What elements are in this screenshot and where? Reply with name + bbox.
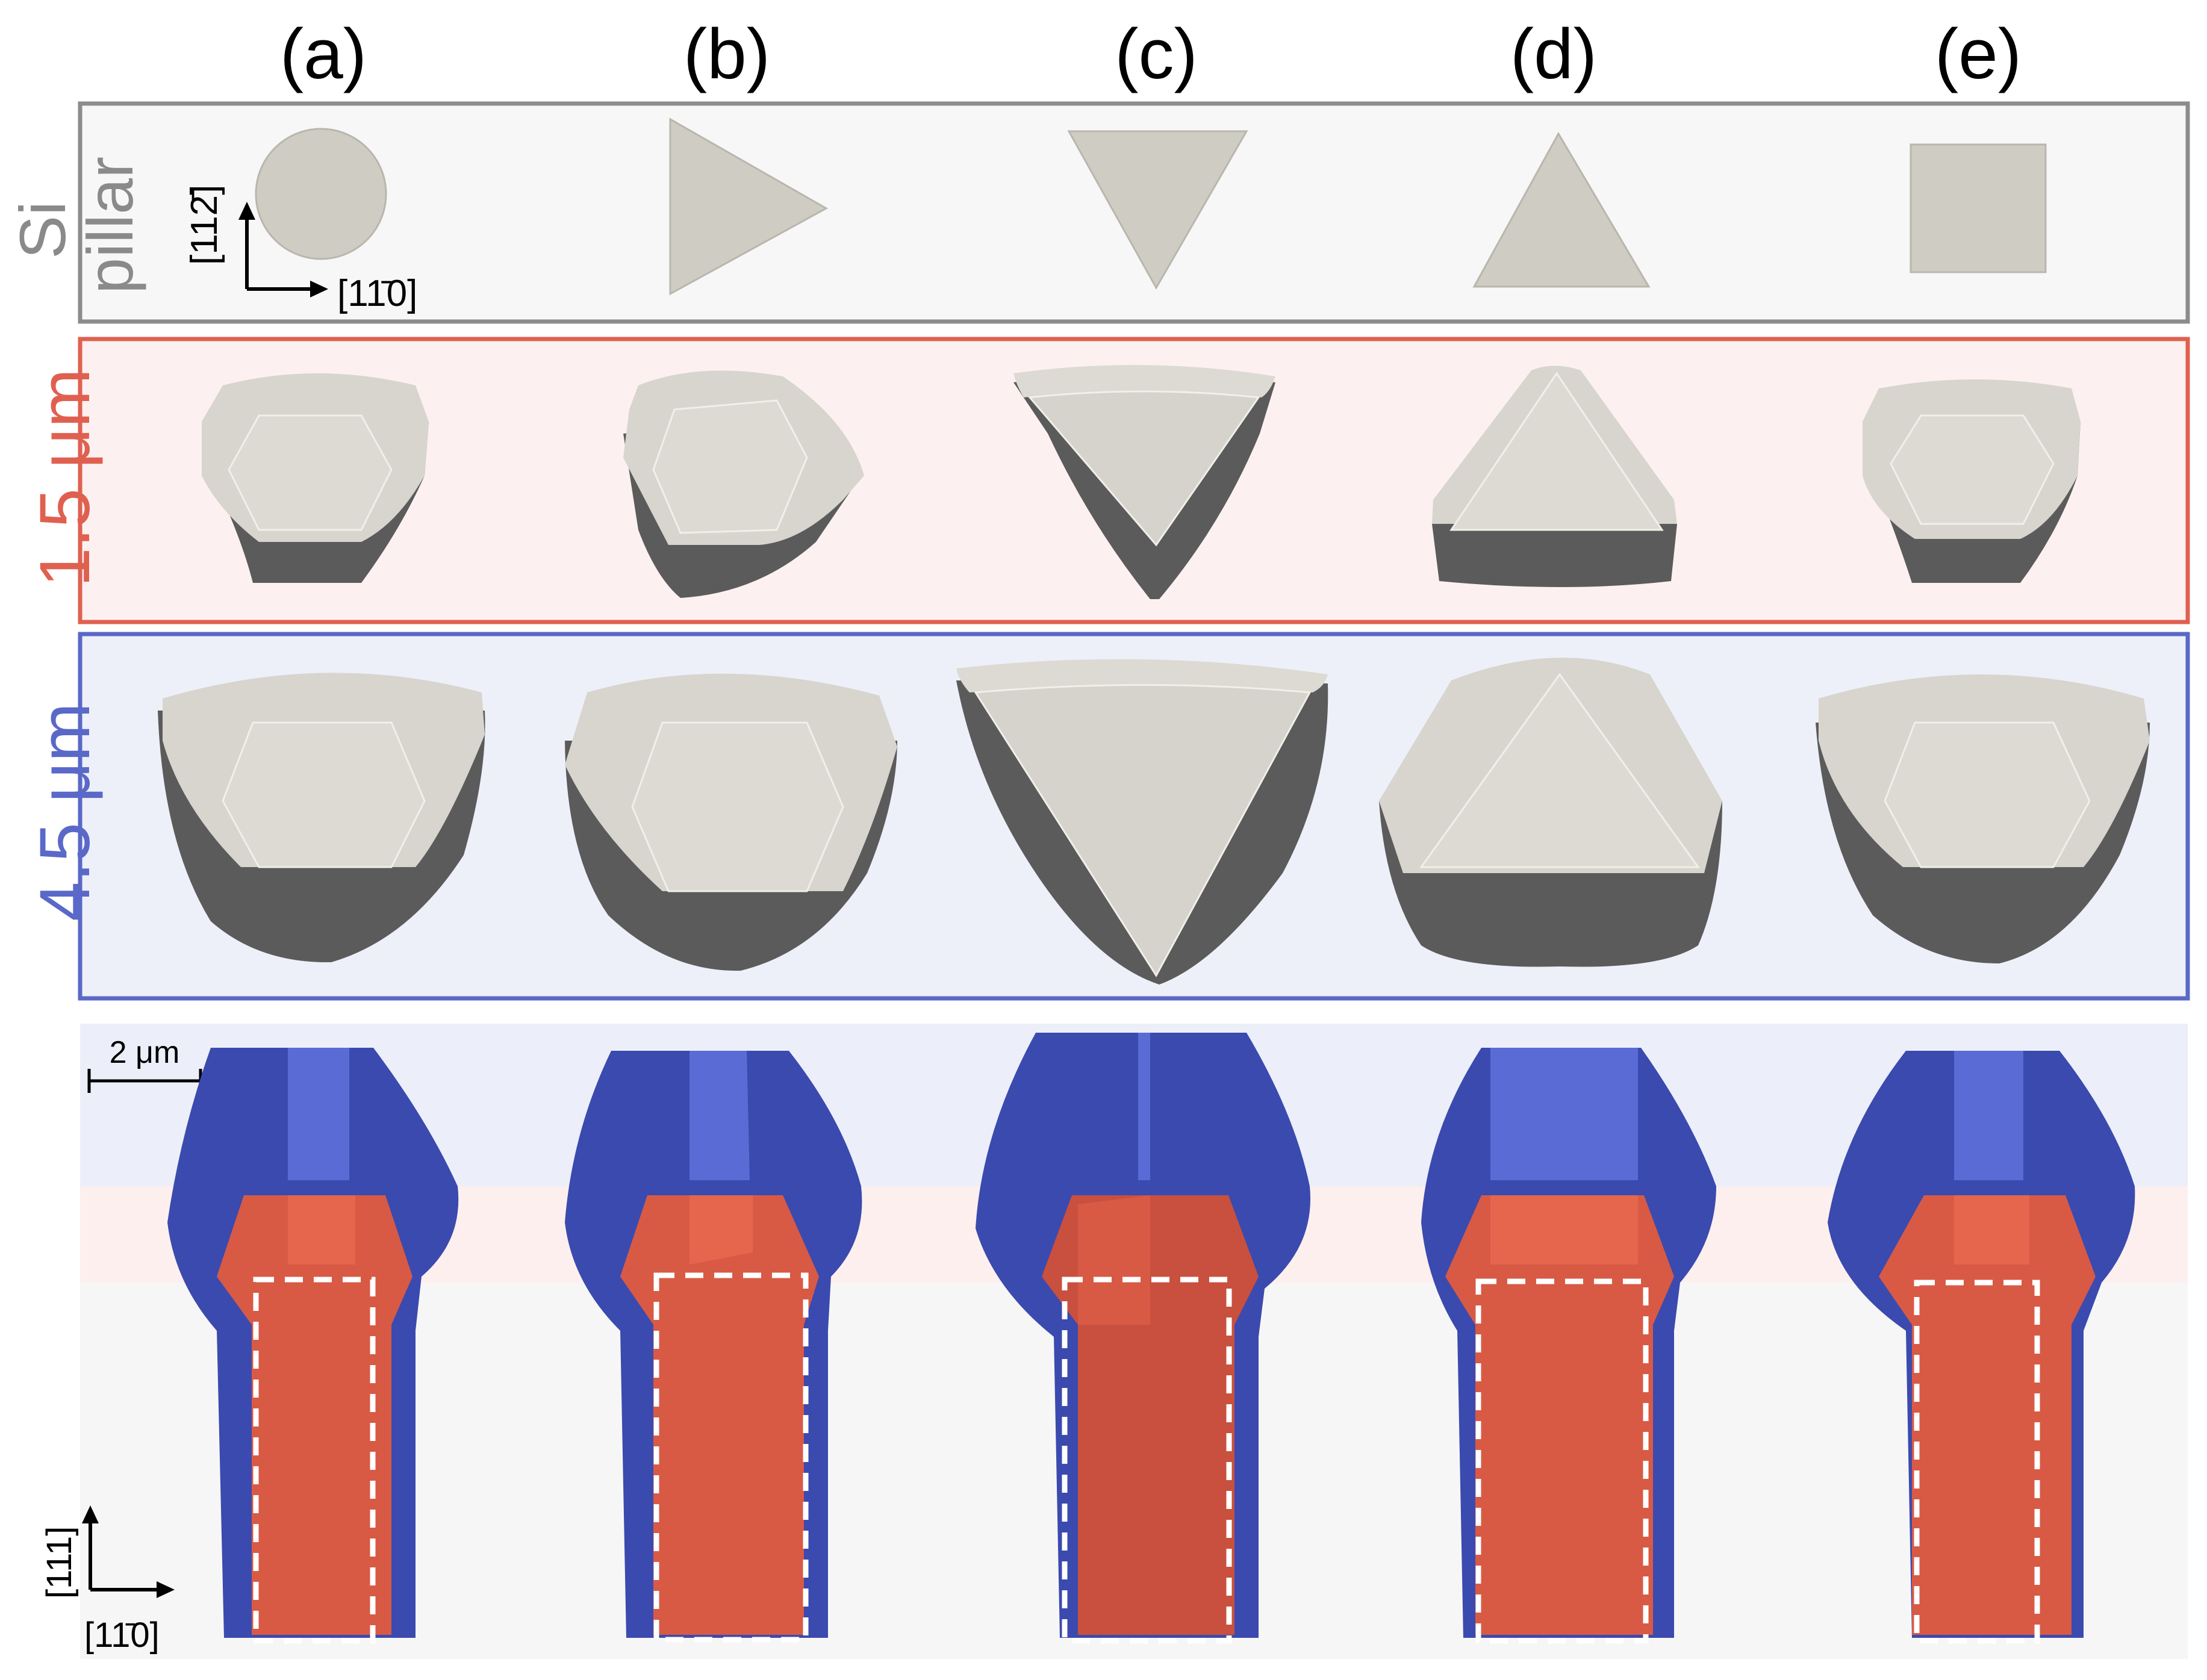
si-label: Si <box>6 201 79 259</box>
circle-cross-section <box>255 128 387 260</box>
sideview-c <box>976 1033 1311 1644</box>
crystal-1p5-a <box>202 373 429 583</box>
sideview-d <box>1421 1048 1716 1644</box>
row-4p5um-label: 4.5 μm <box>25 703 105 921</box>
crystal-1p5-c <box>1013 365 1275 599</box>
sideview-a <box>167 1048 459 1644</box>
column-label-e: (e) <box>1935 14 2022 94</box>
triangle-up-cross-section <box>1472 131 1651 288</box>
scale-bar-label: 2 μm <box>110 1035 180 1070</box>
axis-label-1-10: [11̄0] <box>337 273 417 314</box>
axis-label-1-10-bottom: [11̄0] <box>84 1616 160 1655</box>
crystal-axes-top <box>238 202 328 297</box>
triangle-down-cross-section <box>1067 130 1248 290</box>
square-cross-section <box>1910 143 2047 273</box>
row-1p5um-panel: 1.5 μm <box>25 337 2190 624</box>
si-pillar-row-label: Si pillar <box>6 157 146 294</box>
row-4p5um-panel: 4.5 μm <box>25 632 2190 1001</box>
crystal-4p5-c <box>956 659 1328 985</box>
column-label-c: (c) <box>1115 14 1198 94</box>
axis-label-111: [111] <box>40 1526 79 1599</box>
side-view-panel: 2 μm [111] [11̄0] <box>40 1024 2188 1659</box>
sideview-e <box>1828 1051 2135 1644</box>
crystal-4p5-a <box>158 673 485 963</box>
crystal-1p5-b <box>623 370 864 598</box>
column-label-a: (a) <box>280 14 367 94</box>
column-label-b: (b) <box>683 14 770 94</box>
row-1p5um-label: 1.5 μm <box>25 369 105 587</box>
crystal-4p5-b <box>565 673 897 971</box>
crystal-4p5-d <box>1379 658 1722 967</box>
crystal-1p5-e <box>1863 379 2081 583</box>
axis-label-112bar: [112̄] <box>184 185 225 265</box>
crystal-1p5-d <box>1432 366 1677 587</box>
triangle-right-cross-section <box>669 117 829 296</box>
column-headers: (a) (b) (c) (d) (e) <box>280 14 2022 94</box>
pillar-label: pillar <box>73 157 146 294</box>
column-label-d: (d) <box>1510 14 1597 94</box>
crystal-axes-bottom <box>82 1505 175 1598</box>
sideview-b <box>565 1051 862 1643</box>
crystal-4p5-e <box>1816 674 2150 963</box>
si-pillar-panel: Si pillar [112̄] [11̄0] <box>6 101 2190 324</box>
